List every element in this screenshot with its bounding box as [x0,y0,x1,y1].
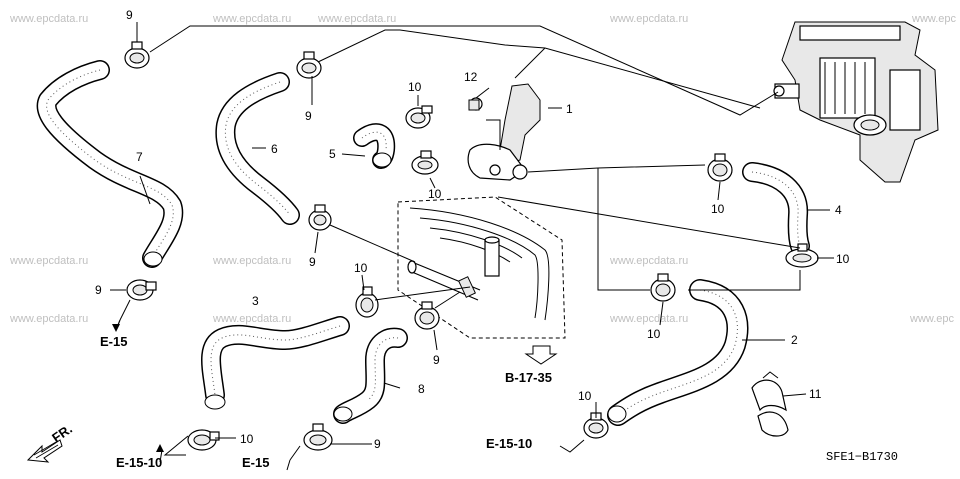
callout-10: 10 [240,432,254,446]
diagram-code: SFE1−B1730 [826,450,898,464]
callout-4: 4 [835,203,842,217]
callout-6: 6 [271,142,278,156]
clamp [411,150,439,175]
hose-5 [353,123,396,169]
callout-10: 10 [428,187,442,201]
callout-10: 10 [711,202,725,216]
callout-10: 10 [647,327,661,341]
callout-10: 10 [578,389,592,403]
watermark: www.epcdata.ru [9,13,88,25]
ref-arrows [112,319,558,471]
leader-lines [110,22,834,461]
clamp [785,243,819,268]
watermark: www.epcdata.ru [609,255,688,267]
clamp [405,105,433,129]
clamp [126,279,157,301]
direction-label: FR. [49,421,75,445]
clamps [124,41,819,451]
watermark: www.epcdata.ru [9,255,88,267]
callout-9: 9 [374,437,381,451]
callout-11: 11 [809,387,822,401]
callout-10: 10 [408,80,422,94]
clamp [707,153,733,182]
watermark: www.epcdata.ru [212,313,291,325]
watermark: www.epcdata.ru [9,313,88,325]
watermark: www.epcdata.ru [317,13,396,25]
ref-e15-bottom: E-15 [242,455,269,470]
clamp [303,423,333,451]
down-arrow-icon [524,345,558,365]
ref-e15-left: E-15 [100,334,127,349]
clamp [308,204,332,231]
callout-9: 9 [433,353,440,367]
watermark: www.epc [911,13,957,25]
ref-b1735: B-17-35 [505,370,552,385]
reference-labels: E-15 E-15-10 E-15 B-17-35 E-15-10 [100,334,552,470]
clamp [124,41,150,69]
ref-e1510-center: E-15-10 [486,436,532,451]
ref-e1510-left: E-15-10 [116,455,162,470]
front-direction: FR. [26,421,75,463]
hose-7 [36,60,184,268]
clamp [355,286,379,318]
callout-10: 10 [354,261,368,275]
callout-1: 1 [566,102,573,116]
pipe-assembly [397,196,566,339]
watermark: www.epcdata.ru [609,313,688,325]
hose-8 [333,327,408,424]
hose-4 [742,162,810,256]
valve-bracket [467,83,541,181]
callout-10: 10 [836,252,850,266]
clamp [650,273,676,302]
callout-9: 9 [305,109,312,123]
callout-12: 12 [464,70,478,84]
callout-7: 7 [136,150,143,164]
callout-9: 9 [309,255,316,269]
hose-3 [201,316,350,410]
callout-9: 9 [126,8,133,22]
callout-9: 9 [95,283,102,297]
clamp [414,301,440,330]
callout-5: 5 [329,147,336,161]
watermarks: www.epcdata.ru www.epcdata.ru www.epcdat… [9,13,957,325]
front-arrow-icon [26,439,63,463]
clamp [187,429,220,451]
callout-numbers: 1 2 3 4 5 6 7 8 11 12 9 9 9 9 9 9 10 10 … [95,8,850,451]
callout-2: 2 [791,333,798,347]
heater-unit [773,21,939,183]
watermark: www.epcdata.ru [609,13,688,25]
watermark: www.epcdata.ru [212,13,291,25]
callout-3: 3 [252,294,259,308]
watermark: www.epcdata.ru [212,255,291,267]
bracket-11 [751,371,789,437]
clamp [296,51,322,79]
watermark: www.epc [909,313,955,325]
hose-2 [607,279,749,426]
hose-6 [215,72,300,225]
callout-8: 8 [418,382,425,396]
